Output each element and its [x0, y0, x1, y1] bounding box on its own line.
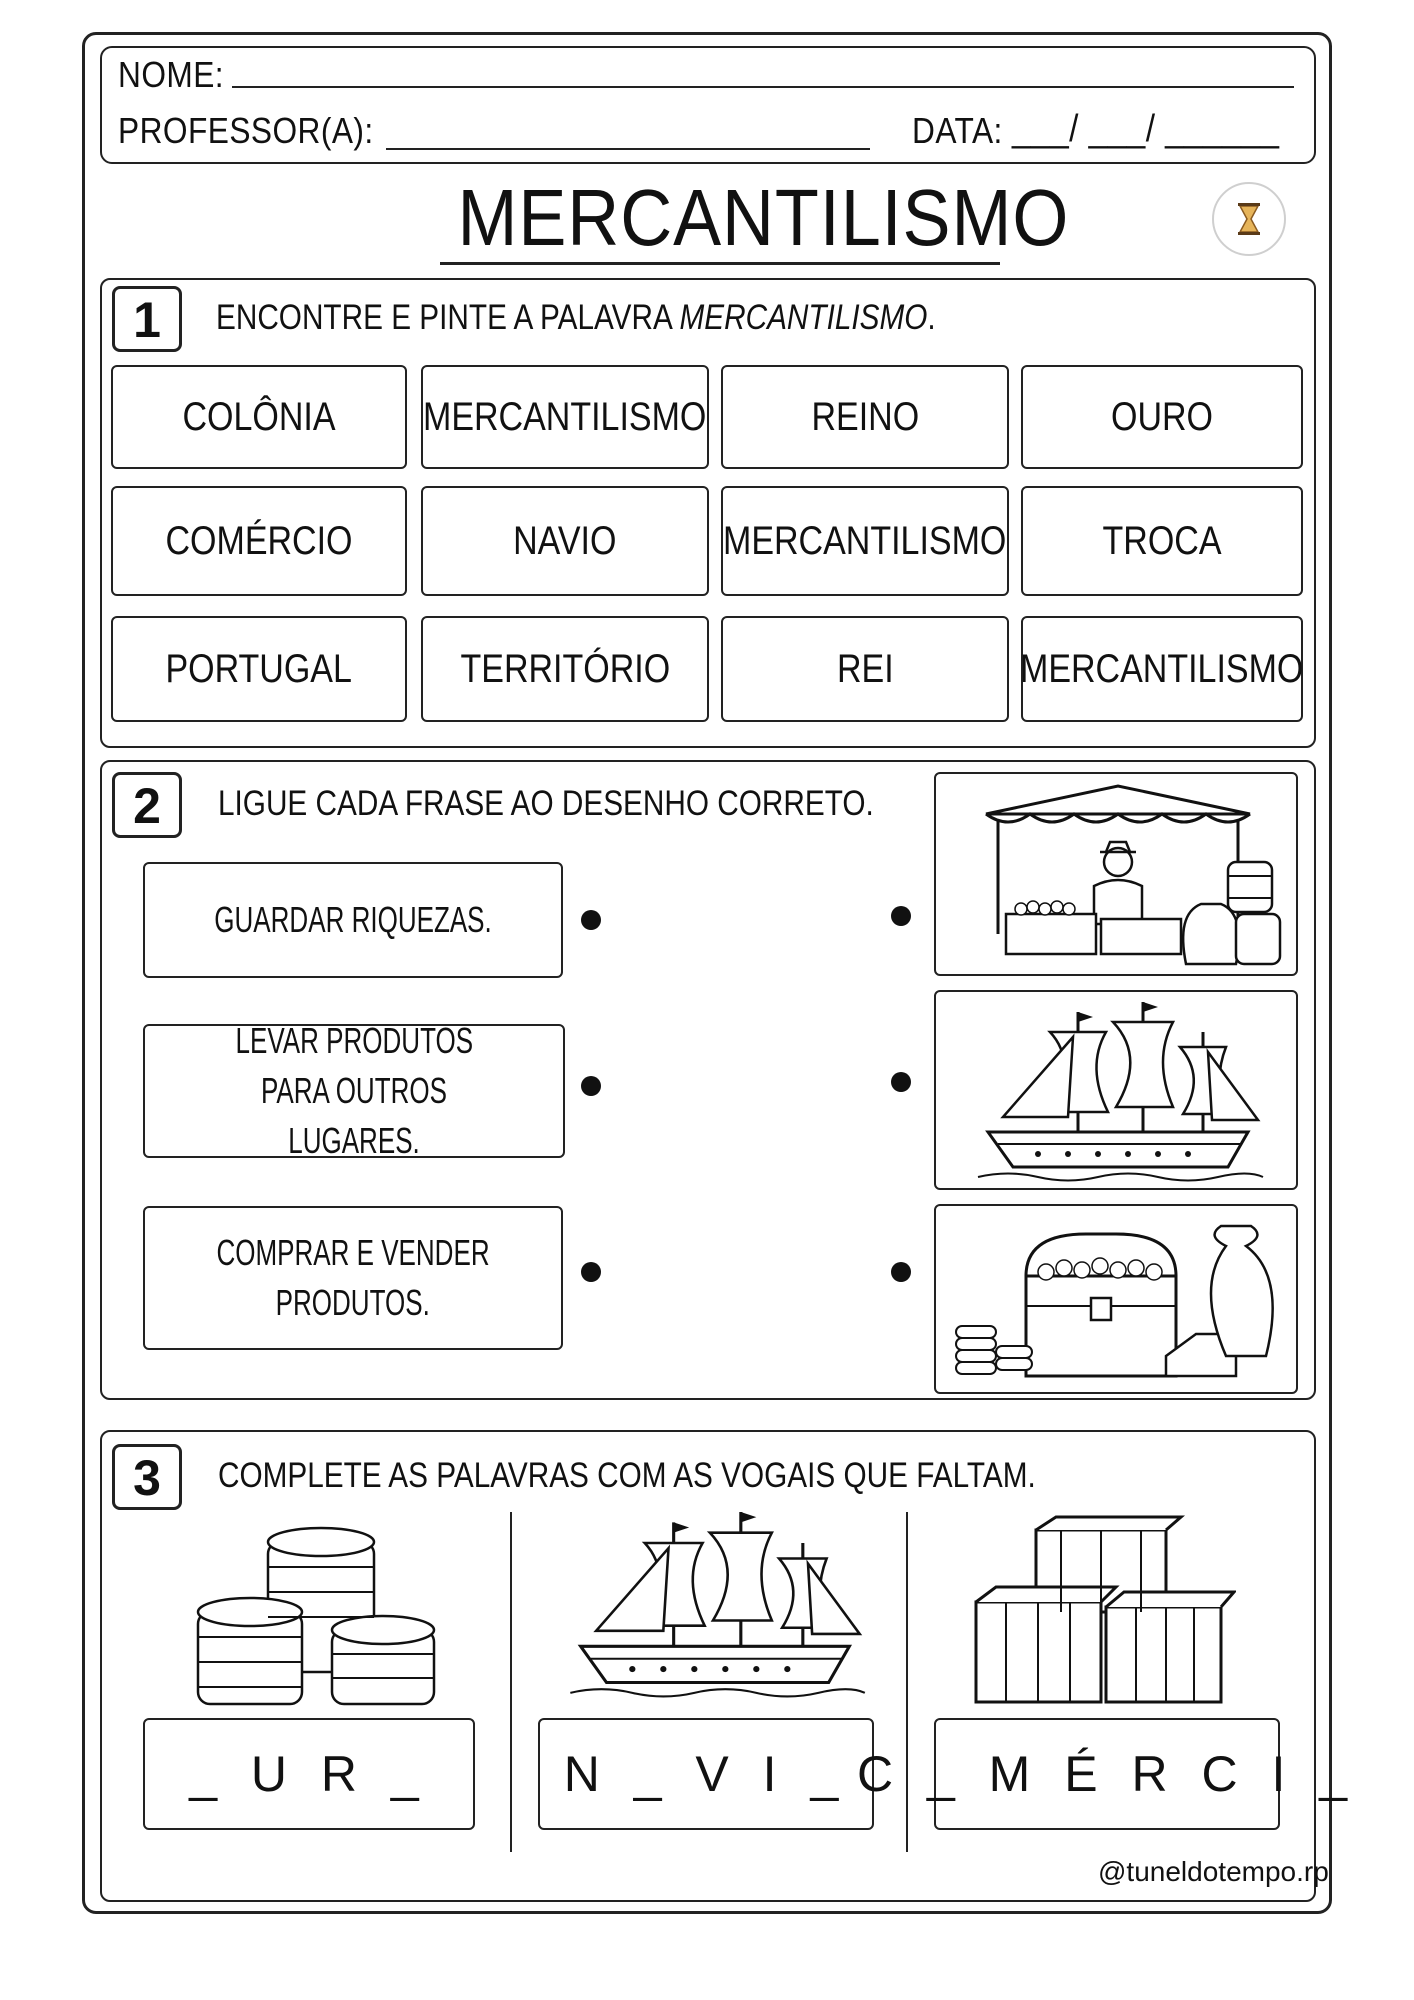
instruction-1-suffix: .: [927, 298, 936, 337]
word-cell[interactable]: REINO: [721, 365, 1009, 469]
word-cell[interactable]: OURO: [1021, 365, 1303, 469]
word-cell[interactable]: TROCA: [1021, 486, 1303, 596]
title-underline: [440, 262, 1000, 265]
name-line[interactable]: [232, 86, 1294, 88]
phrase-line: LEVAR PRODUTOS: [235, 1020, 473, 1061]
date-slots[interactable]: ___/ ___/ ______: [1012, 108, 1280, 150]
treasure-chest-icon: [934, 1204, 1298, 1394]
phrase-line: PARA OUTROS LUGARES.: [261, 1070, 447, 1161]
market-stall-icon: [934, 772, 1298, 976]
phrase-box-3[interactable]: COMPRAR E VENDER PRODUTOS.: [143, 1206, 563, 1350]
phrase-box-2[interactable]: LEVAR PRODUTOS PARA OUTROS LUGARES.: [143, 1020, 565, 1161]
picture-dot-2[interactable]: [891, 1072, 911, 1092]
tunel-do-tempo-logo-icon: [1210, 180, 1288, 258]
section-3-instruction: COMPLETE AS PALAVRAS COM AS VOGAIS QUE F…: [218, 1456, 1036, 1495]
phrase-box-1[interactable]: GUARDAR RIQUEZAS.: [143, 862, 563, 978]
coin-stacks-icon: [186, 1512, 446, 1712]
date-label: DATA:: [912, 110, 1003, 151]
picture-dot-3[interactable]: [891, 1262, 911, 1282]
instruction-1-prefix: ENCONTRE E PINTE A PALAVRA: [216, 298, 680, 337]
professor-line[interactable]: [386, 148, 870, 150]
section-1-number: 1: [112, 286, 182, 352]
section-2-number: 2: [112, 772, 182, 838]
section-3-number: 3: [112, 1444, 182, 1510]
section-2-instruction: LIGUE CADA FRASE AO DESENHO CORRETO.: [218, 784, 874, 823]
page-title: MERCANTILISMO: [457, 173, 1070, 262]
phrase-line: PRODUTOS.: [275, 1282, 431, 1323]
sailing-ship-icon: [560, 1500, 870, 1710]
column-divider: [906, 1512, 908, 1852]
name-label: NOME:: [118, 54, 225, 95]
footer-handle: @tuneldotempo.rp: [1098, 1856, 1329, 1887]
word-cell[interactable]: REI: [721, 616, 1009, 722]
wooden-crates-icon: [966, 1512, 1236, 1712]
word-cell[interactable]: COMÉRCIO: [111, 486, 407, 596]
phrase-dot-2[interactable]: [581, 1076, 601, 1096]
phrase-line: GUARDAR RIQUEZAS.: [214, 899, 492, 940]
section-vowels: [100, 1430, 1316, 1902]
answer-box-navio[interactable]: N _ V I _: [538, 1718, 874, 1830]
word-cell[interactable]: TERRITÓRIO: [421, 616, 709, 722]
phrase-dot-1[interactable]: [581, 910, 601, 930]
word-cell[interactable]: MERCANTILISMO: [1020, 616, 1304, 722]
header-box: [100, 46, 1316, 164]
answer-box-ouro[interactable]: _ U R _: [143, 1718, 475, 1830]
sailing-ship-icon: [934, 990, 1298, 1190]
section-match: [100, 760, 1316, 1400]
word-cell[interactable]: NAVIO: [421, 486, 709, 596]
word-cell[interactable]: COLÔNIA: [111, 365, 407, 469]
worksheet-page: [82, 32, 1332, 1914]
section-1-instruction: ENCONTRE E PINTE A PALAVRA MERCANTILISMO…: [216, 298, 936, 338]
word-cell[interactable]: MERCANTILISMO: [421, 365, 709, 469]
phrase-dot-3[interactable]: [581, 1262, 601, 1282]
word-cell[interactable]: MERCANTILISMO: [721, 486, 1009, 596]
instruction-1-word: MERCANTILISMO: [679, 298, 928, 337]
column-divider: [510, 1512, 512, 1852]
phrase-line: COMPRAR E VENDER: [216, 1232, 490, 1273]
professor-label: PROFESSOR(A):: [118, 110, 374, 151]
word-cell[interactable]: PORTUGAL: [111, 616, 407, 722]
section-find-word: [100, 278, 1316, 748]
picture-dot-1[interactable]: [891, 906, 911, 926]
answer-box-comercio[interactable]: C _ M É R C I _: [857, 1718, 1347, 1830]
